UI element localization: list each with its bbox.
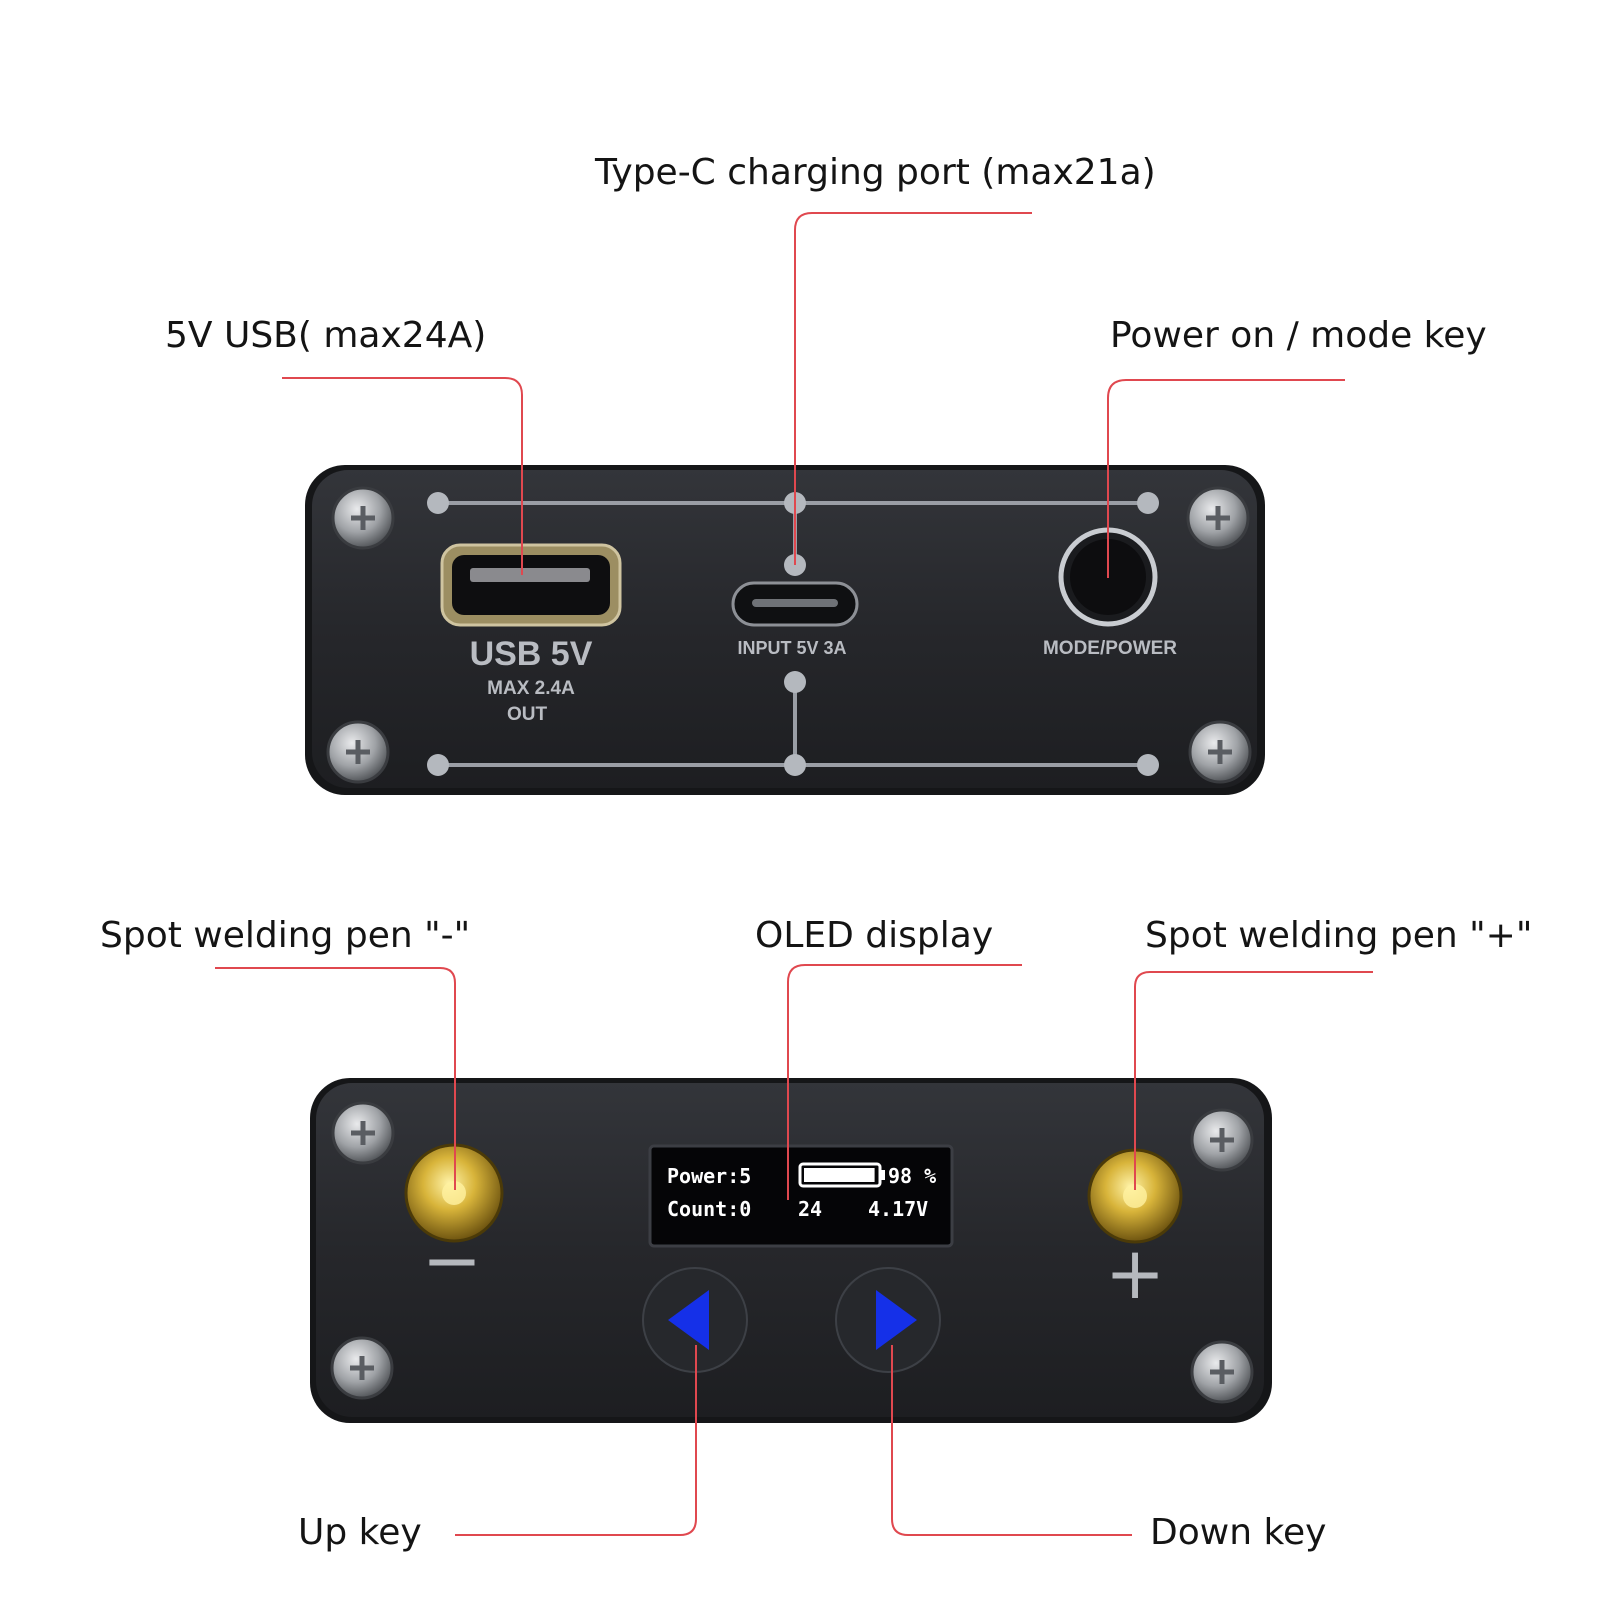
- down-key-callout: Down key: [1150, 1512, 1327, 1553]
- oled-screen: Power:5 98 % Count:0 24 4.17V: [648, 1144, 954, 1248]
- battery-fill: [804, 1168, 875, 1182]
- negative-terminal[interactable]: [404, 1143, 504, 1243]
- back-panel: − + Power:5 98 % Count:0 24 4.17V: [310, 1078, 1272, 1423]
- usb-c-port[interactable]: [731, 581, 859, 627]
- leader-lines: [215, 212, 1373, 1536]
- leader-pen-negative: [215, 967, 456, 1190]
- screw-icon: [1190, 1108, 1254, 1172]
- leader-pen-positive: [1134, 971, 1373, 1190]
- screw-icon: [331, 1101, 395, 1165]
- minus-symbol: −: [422, 1218, 482, 1302]
- pen-negative-callout: Spot welding pen "-": [100, 915, 471, 956]
- leader-up-key: [455, 1345, 697, 1536]
- screw-icon: [330, 1336, 394, 1400]
- oled-count-label: Count:0: [667, 1197, 751, 1221]
- screw-icon: [1188, 720, 1252, 784]
- right-arrow-icon: [876, 1290, 917, 1350]
- oled-voltage: 4.17V: [868, 1197, 928, 1221]
- usb-a-port[interactable]: [440, 543, 622, 627]
- screw-icon: [331, 486, 395, 550]
- type-c-port-callout: Type-C charging port (max21a): [595, 152, 1156, 193]
- front-panel-body: [312, 470, 1257, 788]
- down-key-button[interactable]: [835, 1267, 941, 1373]
- usb-sub-max: MAX 2.4A: [487, 678, 575, 699]
- screw-icon: [326, 720, 390, 784]
- usb-label: USB 5V: [470, 635, 593, 673]
- leader-power-key: [1107, 379, 1345, 578]
- leader-usb: [282, 377, 523, 575]
- pen-positive-callout: Spot welding pen "+": [1145, 915, 1533, 956]
- screw-icon: [1190, 1340, 1254, 1404]
- battery-tip: [880, 1170, 885, 1180]
- front-panel: USB 5V MAX 2.4A OUT INPUT 5V 3A MODE/POW…: [305, 465, 1265, 795]
- usb-sub-out: OUT: [507, 704, 548, 725]
- oled-display-callout: OLED display: [755, 915, 994, 956]
- screw-icon: [1186, 486, 1250, 550]
- leader-down-key: [891, 1345, 1132, 1536]
- mode-power-label: MODE/POWER: [1043, 638, 1177, 659]
- plus-symbol: +: [1105, 1231, 1165, 1315]
- left-arrow-icon: [668, 1290, 709, 1350]
- back-panel-body: [316, 1083, 1264, 1417]
- leader-type-c: [794, 212, 1032, 565]
- oled-battery-percent: 98 %: [888, 1164, 936, 1188]
- oled-count-value: 24: [798, 1197, 822, 1221]
- input-label: INPUT 5V 3A: [737, 638, 846, 658]
- usb-5v-callout: 5V USB( max24A): [165, 315, 487, 356]
- front-silkscreen-dots: [427, 492, 1159, 776]
- oled-power-label: Power:5: [667, 1164, 751, 1188]
- up-key-callout: Up key: [298, 1512, 422, 1553]
- leader-oled: [787, 964, 1022, 1200]
- power-mode-key-callout: Power on / mode key: [1110, 315, 1487, 356]
